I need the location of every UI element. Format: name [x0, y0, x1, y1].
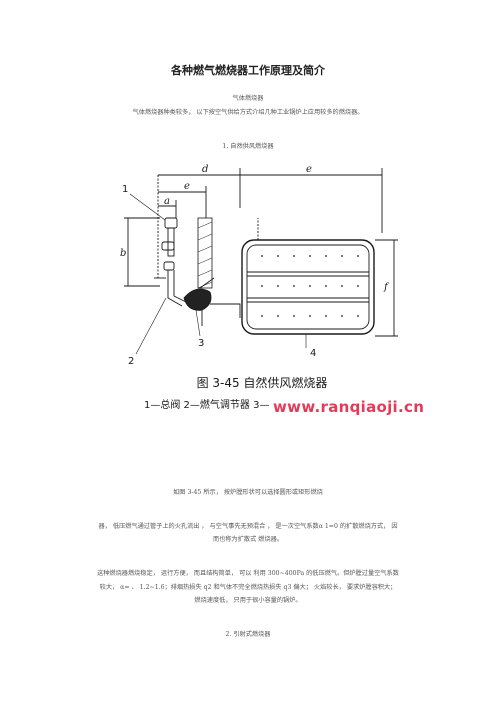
figure-legend: 1—总阀 2—燃气调节器 3— — [144, 398, 269, 411]
furnace-wall — [197, 217, 213, 289]
leader-3 — [195, 309, 201, 337]
section-heading: 气体燃烧器 — [232, 95, 264, 102]
regulator-upper — [161, 241, 175, 251]
feed-pipe — [167, 270, 183, 307]
feed-pipe-inner — [173, 270, 187, 303]
regulator-stem — [199, 277, 215, 289]
dim-label-e-short: e — [184, 181, 190, 192]
paragraph-2-line-1: 器， 低压燃气通过管子上的火孔流出 ， 与空气事先无预混合 ， 是一次空气系数α… — [98, 523, 398, 530]
regulator-lower — [163, 261, 175, 271]
figure-caption: 图 3-45 自然供风燃烧器 — [197, 375, 328, 390]
dim-label-f: f — [383, 282, 390, 293]
figure-3-45-diagram: d e e a b f 1 2 3 4 图 3-45 自然供风燃烧器 1—总阀 … — [120, 164, 398, 411]
callout-2: 2 — [128, 356, 134, 367]
callout-3: 3 — [198, 338, 204, 349]
paragraph-3-line-1: 这种燃烧器燃烧稳定， 运行方便， 而且结构简单， 可以 利用 300~400Pa… — [97, 570, 399, 577]
gas-regulator-body — [183, 288, 212, 311]
page-title: 各种燃气燃烧器工作原理及简介 — [171, 64, 325, 77]
burner-frame-outer — [241, 239, 375, 335]
leader-2 — [135, 297, 167, 355]
item2-heading: 2. 引射式燃烧器 — [225, 631, 271, 638]
watermark-url: www.ranqiaoji.cn — [273, 398, 425, 416]
burner-frame-inner — [246, 244, 370, 330]
intro-paragraph: 气体燃烧器种类较多， 以下按空气供给方式介绍几种工业锅炉上应用较多的燃烧器。 — [132, 109, 364, 116]
callout-1: 1 — [122, 184, 128, 195]
dim-label-b: b — [120, 248, 126, 259]
item1-heading: 1. 自然供风燃烧器 — [222, 143, 274, 150]
dim-label-a: a — [164, 196, 170, 207]
dim-label-e-long: e — [306, 164, 312, 175]
paragraph-3-line-3: 燃烧速度低， 只用于很小容量的锅炉。 — [194, 597, 302, 604]
paragraph-3-line-2: 较大， α= 、 1.2~1.6；排烟热损失 q2 和气体不完全燃烧热损失 q3… — [99, 584, 397, 591]
burner-connector — [210, 303, 241, 318]
callout-4: 4 — [310, 348, 316, 359]
paragraph-1: 如图 3-45 所示， 按炉膛形状可以选择圆形或矩形燃烧 — [173, 489, 323, 496]
valve-1 — [164, 217, 178, 229]
dim-label-d: d — [202, 164, 208, 175]
leader-1 — [129, 193, 166, 221]
paragraph-2-line-2: 而也称为扩散式 燃烧器。 — [212, 536, 284, 543]
